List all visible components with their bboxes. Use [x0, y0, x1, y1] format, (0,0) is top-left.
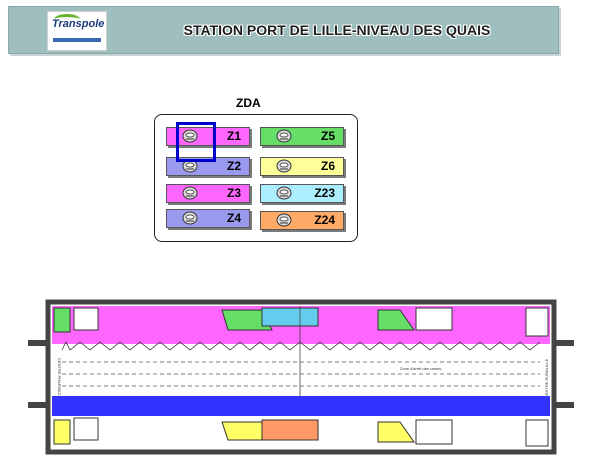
selection-highlight: [176, 122, 216, 162]
yellow-zone-lower-left[interactable]: [53, 419, 71, 445]
green-zone-upper-right[interactable]: [377, 309, 415, 331]
zone-z24[interactable]: Z24: [260, 211, 344, 230]
plan-wall-stub: [28, 340, 50, 346]
plan-wall-stub: [28, 402, 50, 408]
zone-label: Z23: [314, 186, 335, 200]
stair-box-lower-left: [73, 417, 99, 441]
station-floor-plan: Zone d'arrêt des rames CENTRE PHARMACEUT…: [28, 299, 574, 455]
plan-label-left: CENTRE PHARMACEUTIQUE: [57, 358, 62, 414]
zone-label: Z2: [226, 159, 241, 173]
logo-bar: [53, 38, 101, 42]
legend-title: ZDA: [236, 96, 261, 110]
zone-label: Z5: [320, 129, 335, 143]
smoke-detector-icon: [182, 186, 198, 200]
transpole-logo: Transpole: [47, 11, 107, 51]
zone-label: Z1: [226, 129, 241, 143]
zone-z23[interactable]: Z23: [260, 184, 344, 203]
zone-z1[interactable]: Z1: [166, 127, 250, 146]
smoke-detector-icon: [182, 129, 198, 143]
room-upper-right: [525, 307, 549, 337]
lower-platform-zone[interactable]: [52, 396, 550, 416]
zone-z6[interactable]: Z6: [260, 157, 344, 176]
zone-label: Z6: [320, 159, 335, 173]
zone-z5[interactable]: Z5: [260, 127, 344, 146]
zone-label: Z4: [226, 211, 241, 225]
logo-swoosh-icon: [54, 14, 80, 25]
plan-label-center: Zone d'arrêt des rames: [400, 366, 441, 371]
page-title: STATION PORT DE LILLE-NIVEAU DES QUAIS: [183, 22, 491, 38]
zone-label: Z3: [226, 186, 241, 200]
stairs-upper-right: [415, 307, 453, 331]
zone-label: Z24: [314, 213, 335, 227]
plan-wall-stub: [552, 340, 574, 346]
room-lower-right: [525, 419, 549, 447]
smoke-detector-icon: [276, 129, 292, 143]
smoke-detector-icon: [276, 186, 292, 200]
green-zone-upper-mid[interactable]: [221, 309, 273, 331]
stair-box-upper-left: [73, 307, 99, 331]
smoke-detector-icon: [182, 211, 198, 225]
title-banner: Transpole STATION PORT DE LILLE-NIVEAU D…: [8, 6, 559, 54]
smoke-detector-icon: [276, 159, 292, 173]
yellow-zone-lower-right[interactable]: [377, 421, 415, 443]
upper-platform-edge: [61, 341, 541, 351]
cyan-zone-upper[interactable]: [261, 307, 319, 327]
smoke-detector-icon: [276, 213, 292, 227]
zone-z4[interactable]: Z4: [166, 209, 250, 228]
orange-zone-lower[interactable]: [261, 419, 319, 441]
plan-label-right: CENTRE EURALILLE: [544, 359, 549, 398]
plan-wall-stub: [552, 402, 574, 408]
logo-text: Transpole: [52, 18, 105, 30]
stairs-lower-right: [415, 419, 453, 445]
zone-z3[interactable]: Z3: [166, 184, 250, 203]
green-zone-upper-left[interactable]: [53, 307, 71, 333]
